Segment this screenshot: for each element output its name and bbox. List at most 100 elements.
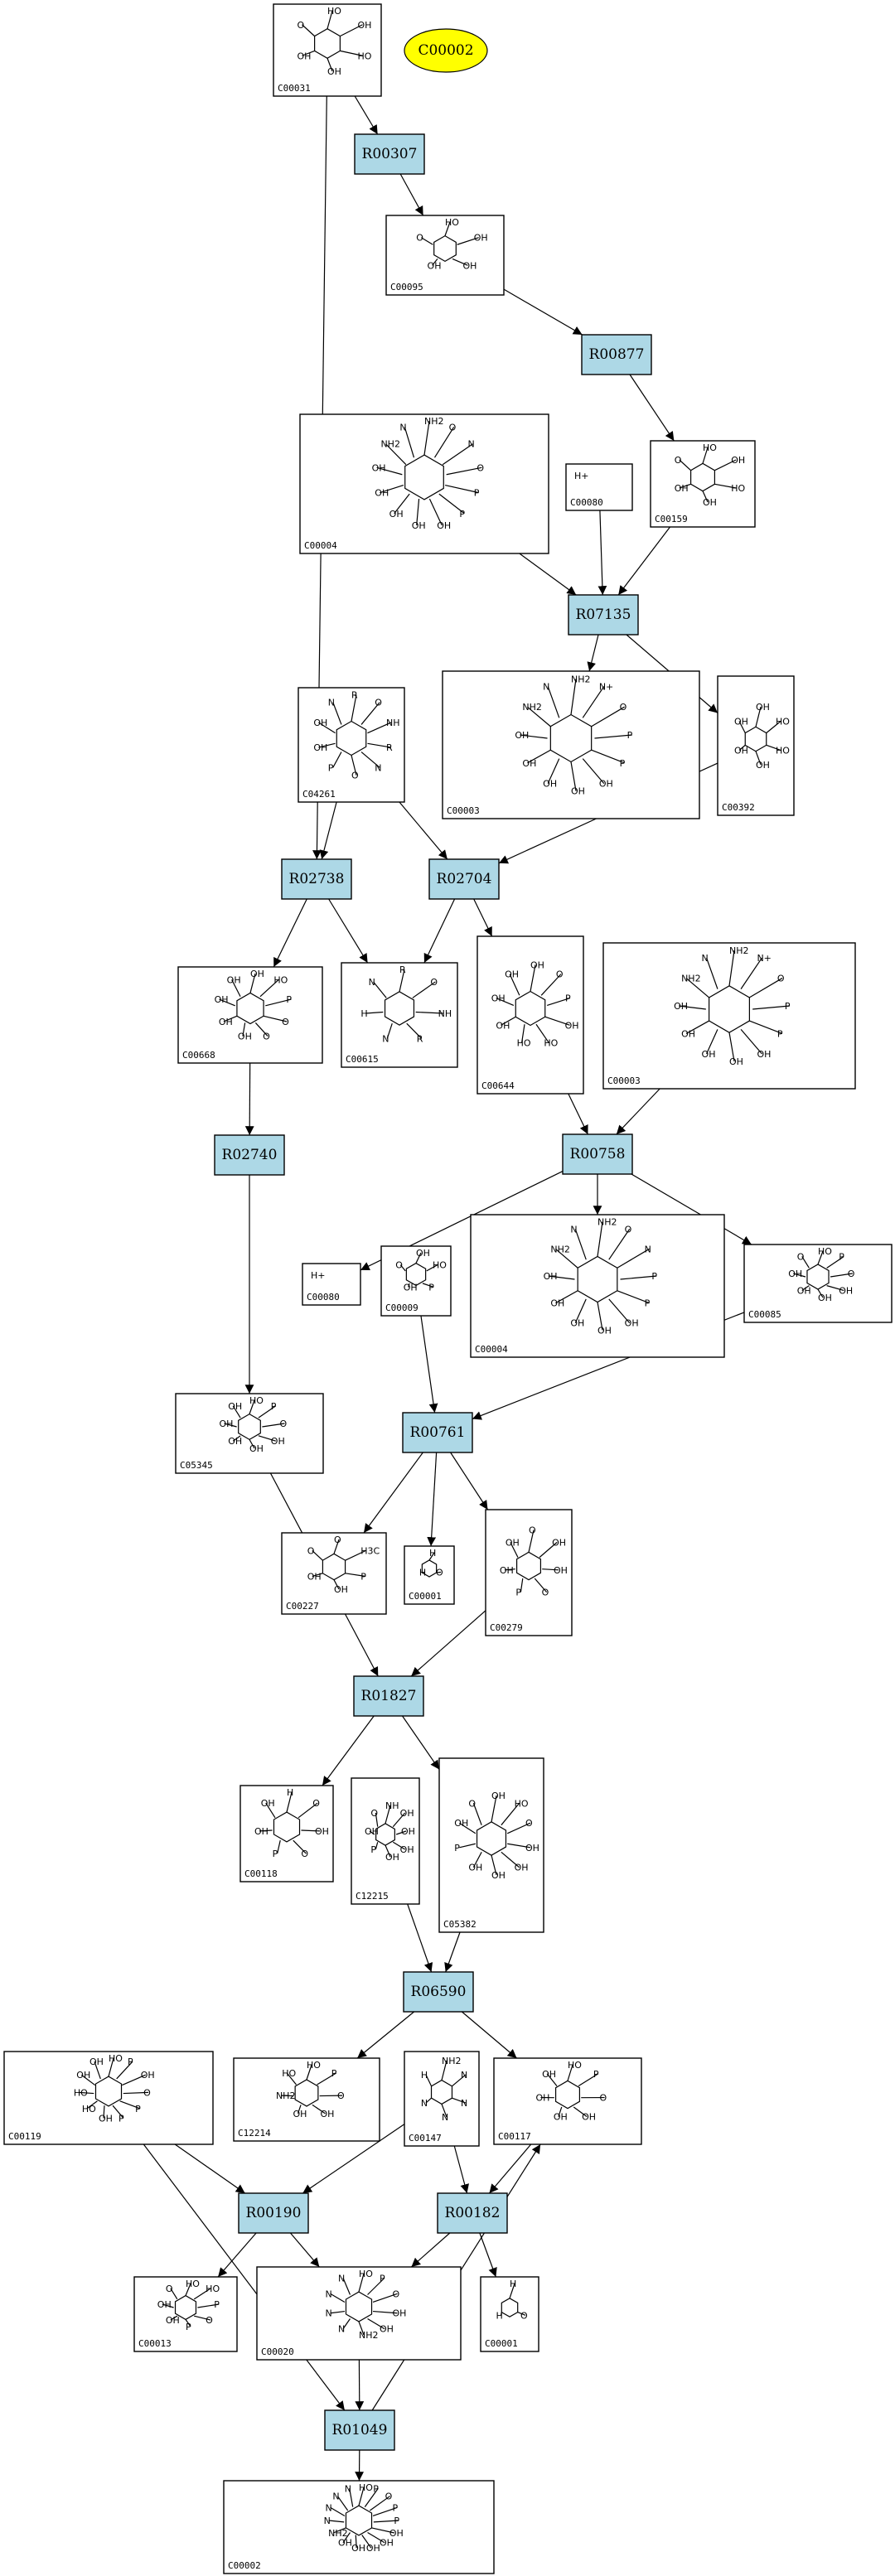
structure-bond — [517, 2312, 526, 2316]
structure-bond — [345, 1573, 366, 1578]
atom-label: OH — [351, 2543, 365, 2554]
atom-label: OH — [515, 1863, 529, 1873]
atom-label: O — [625, 1224, 632, 1235]
reaction-node-r01827[interactable]: R01827 — [353, 1675, 424, 1717]
structure-bond — [185, 2283, 191, 2296]
compound-node-c00080[interactable]: H+C00080 — [565, 463, 633, 511]
structure-bond — [428, 1552, 435, 1561]
compound-box — [256, 2266, 462, 2361]
structure-bond — [385, 443, 407, 466]
atom-label: O — [542, 1588, 549, 1598]
atom-label: O — [166, 2284, 173, 2294]
reaction-box — [353, 1675, 424, 1717]
reaction-box — [354, 133, 425, 175]
atom-label: N+ — [599, 681, 613, 692]
structure-ring — [94, 2076, 123, 2107]
atom-label: H — [287, 1787, 293, 1798]
edge-r00877-to-c00159 — [629, 374, 675, 442]
structure-bond — [444, 221, 451, 236]
highlight-ellipse[interactable]: C00002 — [404, 28, 488, 73]
reaction-node-r00190[interactable]: R00190 — [238, 2192, 309, 2234]
structure-bond — [108, 2057, 114, 2077]
structure-bond — [714, 459, 737, 471]
edge-r00190-to-c00013 — [217, 2232, 257, 2278]
reaction-node-r02738[interactable]: R02738 — [281, 858, 352, 900]
reaction-node-r02740[interactable]: R02740 — [214, 1134, 285, 1176]
structure-bond — [423, 421, 430, 456]
structure-bond — [263, 1015, 288, 1022]
atom-label: OH — [582, 2112, 596, 2123]
structure-bond — [506, 1822, 531, 1834]
reaction-node-r00877[interactable]: R00877 — [581, 334, 652, 375]
compound-node-c00080[interactable]: H+C00080 — [302, 1263, 361, 1306]
atom-label: N — [326, 2308, 332, 2319]
reaction-node-r00307[interactable]: R00307 — [354, 133, 425, 175]
structure-bond — [170, 2288, 178, 2300]
structure-ring — [236, 992, 264, 1025]
reaction-node-r02704[interactable]: R02704 — [428, 858, 500, 900]
structure-bond — [546, 2073, 558, 2087]
compound-id-label: C00159 — [655, 514, 688, 524]
structure-bond — [539, 1541, 558, 1559]
reaction-node-r00761[interactable]: R00761 — [402, 1412, 473, 1453]
compound-id-label: C00013 — [138, 2338, 172, 2349]
atom-label: NH2 — [328, 2528, 348, 2539]
structure-ring — [501, 2298, 519, 2317]
reaction-node-r00758[interactable]: R00758 — [562, 1133, 633, 1175]
reaction-node-r00182[interactable]: R00182 — [437, 2192, 508, 2234]
compound-box — [223, 2480, 495, 2574]
reaction-box — [403, 1971, 474, 2013]
structure-bond — [793, 1273, 806, 1278]
structure-bond — [302, 50, 315, 56]
compound-box — [298, 687, 405, 803]
structure-bond — [404, 427, 415, 458]
structure-bond — [358, 2487, 365, 2506]
structure-bond — [755, 751, 762, 766]
reaction-node-r06590[interactable]: R06590 — [403, 1971, 474, 2013]
structure-bond — [826, 1285, 844, 1292]
atom-label: OH — [313, 742, 327, 753]
reaction-node-r07135[interactable]: R07135 — [568, 594, 639, 636]
reaction-node-r01049[interactable]: R01049 — [324, 2409, 395, 2451]
atom-label: OH — [250, 969, 264, 979]
structure-bond — [249, 973, 256, 993]
atom-label: R — [351, 689, 358, 700]
structure-bond — [555, 1248, 578, 1269]
atom-label: OH — [416, 1248, 430, 1259]
atom-label: OH — [404, 1282, 418, 1293]
structure-bond — [223, 1015, 238, 1022]
atom-label: NH2 — [681, 974, 701, 984]
structure-bond — [112, 2105, 124, 2119]
edge-r00190-to-c00020 — [289, 2232, 320, 2268]
structure-bond — [738, 744, 746, 751]
